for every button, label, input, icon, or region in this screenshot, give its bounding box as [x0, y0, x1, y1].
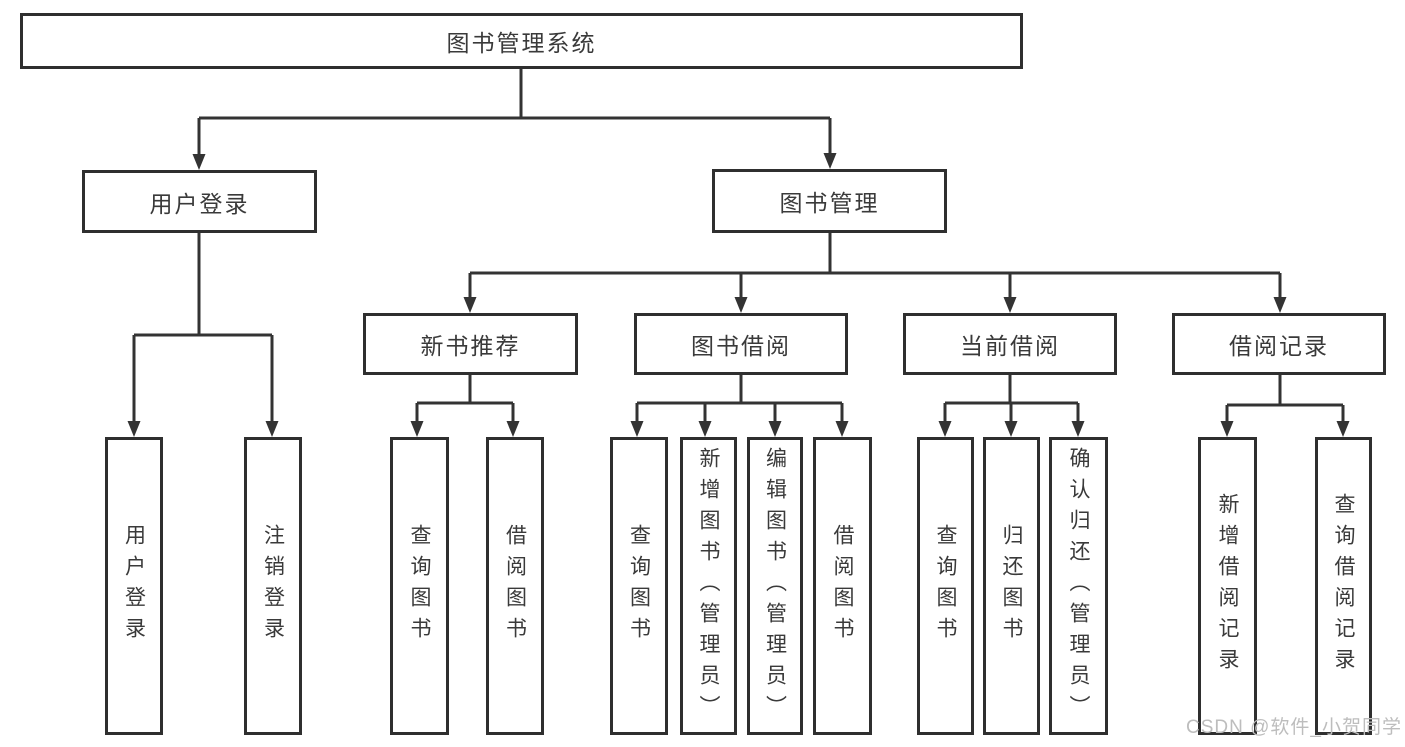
leaf-confirm-return: 确认归还（管理员） — [1049, 437, 1108, 735]
leaf-query-book-1: 查询图书 — [390, 437, 449, 735]
leaf-borrow-book-1: 借阅图书 — [486, 437, 544, 735]
node-current-borrow: 当前借阅 — [903, 313, 1117, 375]
leaf-add-book: 新增图书（管理员） — [680, 437, 737, 735]
leaf-borrow-book-2: 借阅图书 — [813, 437, 872, 735]
leaf-query-book-3: 查询图书 — [917, 437, 974, 735]
node-book-borrow: 图书借阅 — [634, 313, 848, 375]
node-new-book-rec: 新书推荐 — [363, 313, 578, 375]
node-borrow-record: 借阅记录 — [1172, 313, 1386, 375]
arrowhead-icons — [127, 153, 1350, 437]
leaf-logout: 注销登录 — [244, 437, 302, 735]
leaf-add-record: 新增借阅记录 — [1198, 437, 1257, 735]
leaf-edit-book: 编辑图书（管理员） — [747, 437, 803, 735]
leaf-query-book-2: 查询图书 — [610, 437, 668, 735]
watermark: CSDN @软件_小贺同学 — [1186, 717, 1402, 738]
leaf-user-login: 用户登录 — [105, 437, 163, 735]
node-user-login: 用户登录 — [82, 170, 317, 233]
leaf-query-record: 查询借阅记录 — [1315, 437, 1372, 735]
node-book-mgmt: 图书管理 — [712, 169, 947, 233]
node-root: 图书管理系统 — [20, 13, 1023, 69]
leaf-return-book: 归还图书 — [983, 437, 1040, 735]
tree-edges — [132, 69, 1345, 423]
